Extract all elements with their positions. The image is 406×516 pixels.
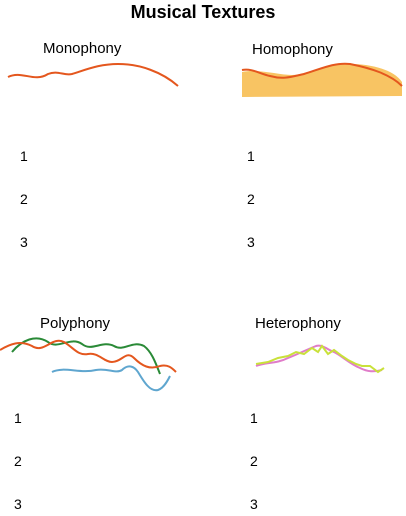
polyphony-number-2: 2 [14,453,22,469]
accompaniment-block [242,64,402,97]
homophony-title: Homophony [252,41,333,58]
polyphony-number-3: 3 [14,496,22,512]
voice-blue-line [51,365,171,392]
heterophony-number-2: 2 [250,453,258,469]
monophony-number-3: 3 [20,234,28,250]
polyphony-title: Polyphony [40,315,111,332]
homophony-number-2: 2 [247,191,255,207]
polyphony-number-1: 1 [14,410,22,426]
heterophony-number-1: 1 [250,410,258,426]
homophony-number-3: 3 [247,234,255,250]
heterophony-number-3: 3 [250,496,258,512]
homophony-number-1: 1 [247,148,255,164]
heterophony-title: Heterophony [255,315,341,332]
voice-orange-line [0,339,177,373]
single-melody-line [7,62,179,87]
page-title: Musical Textures [130,2,276,22]
homophony-melody-line [241,62,403,87]
monophony-number-2: 2 [20,191,28,207]
monophony-title: Monophony [43,40,122,57]
variant-lime-line [255,344,385,374]
variant-pink-line [255,344,383,373]
voice-green-line [11,337,161,375]
monophony-number-1: 1 [20,148,28,164]
